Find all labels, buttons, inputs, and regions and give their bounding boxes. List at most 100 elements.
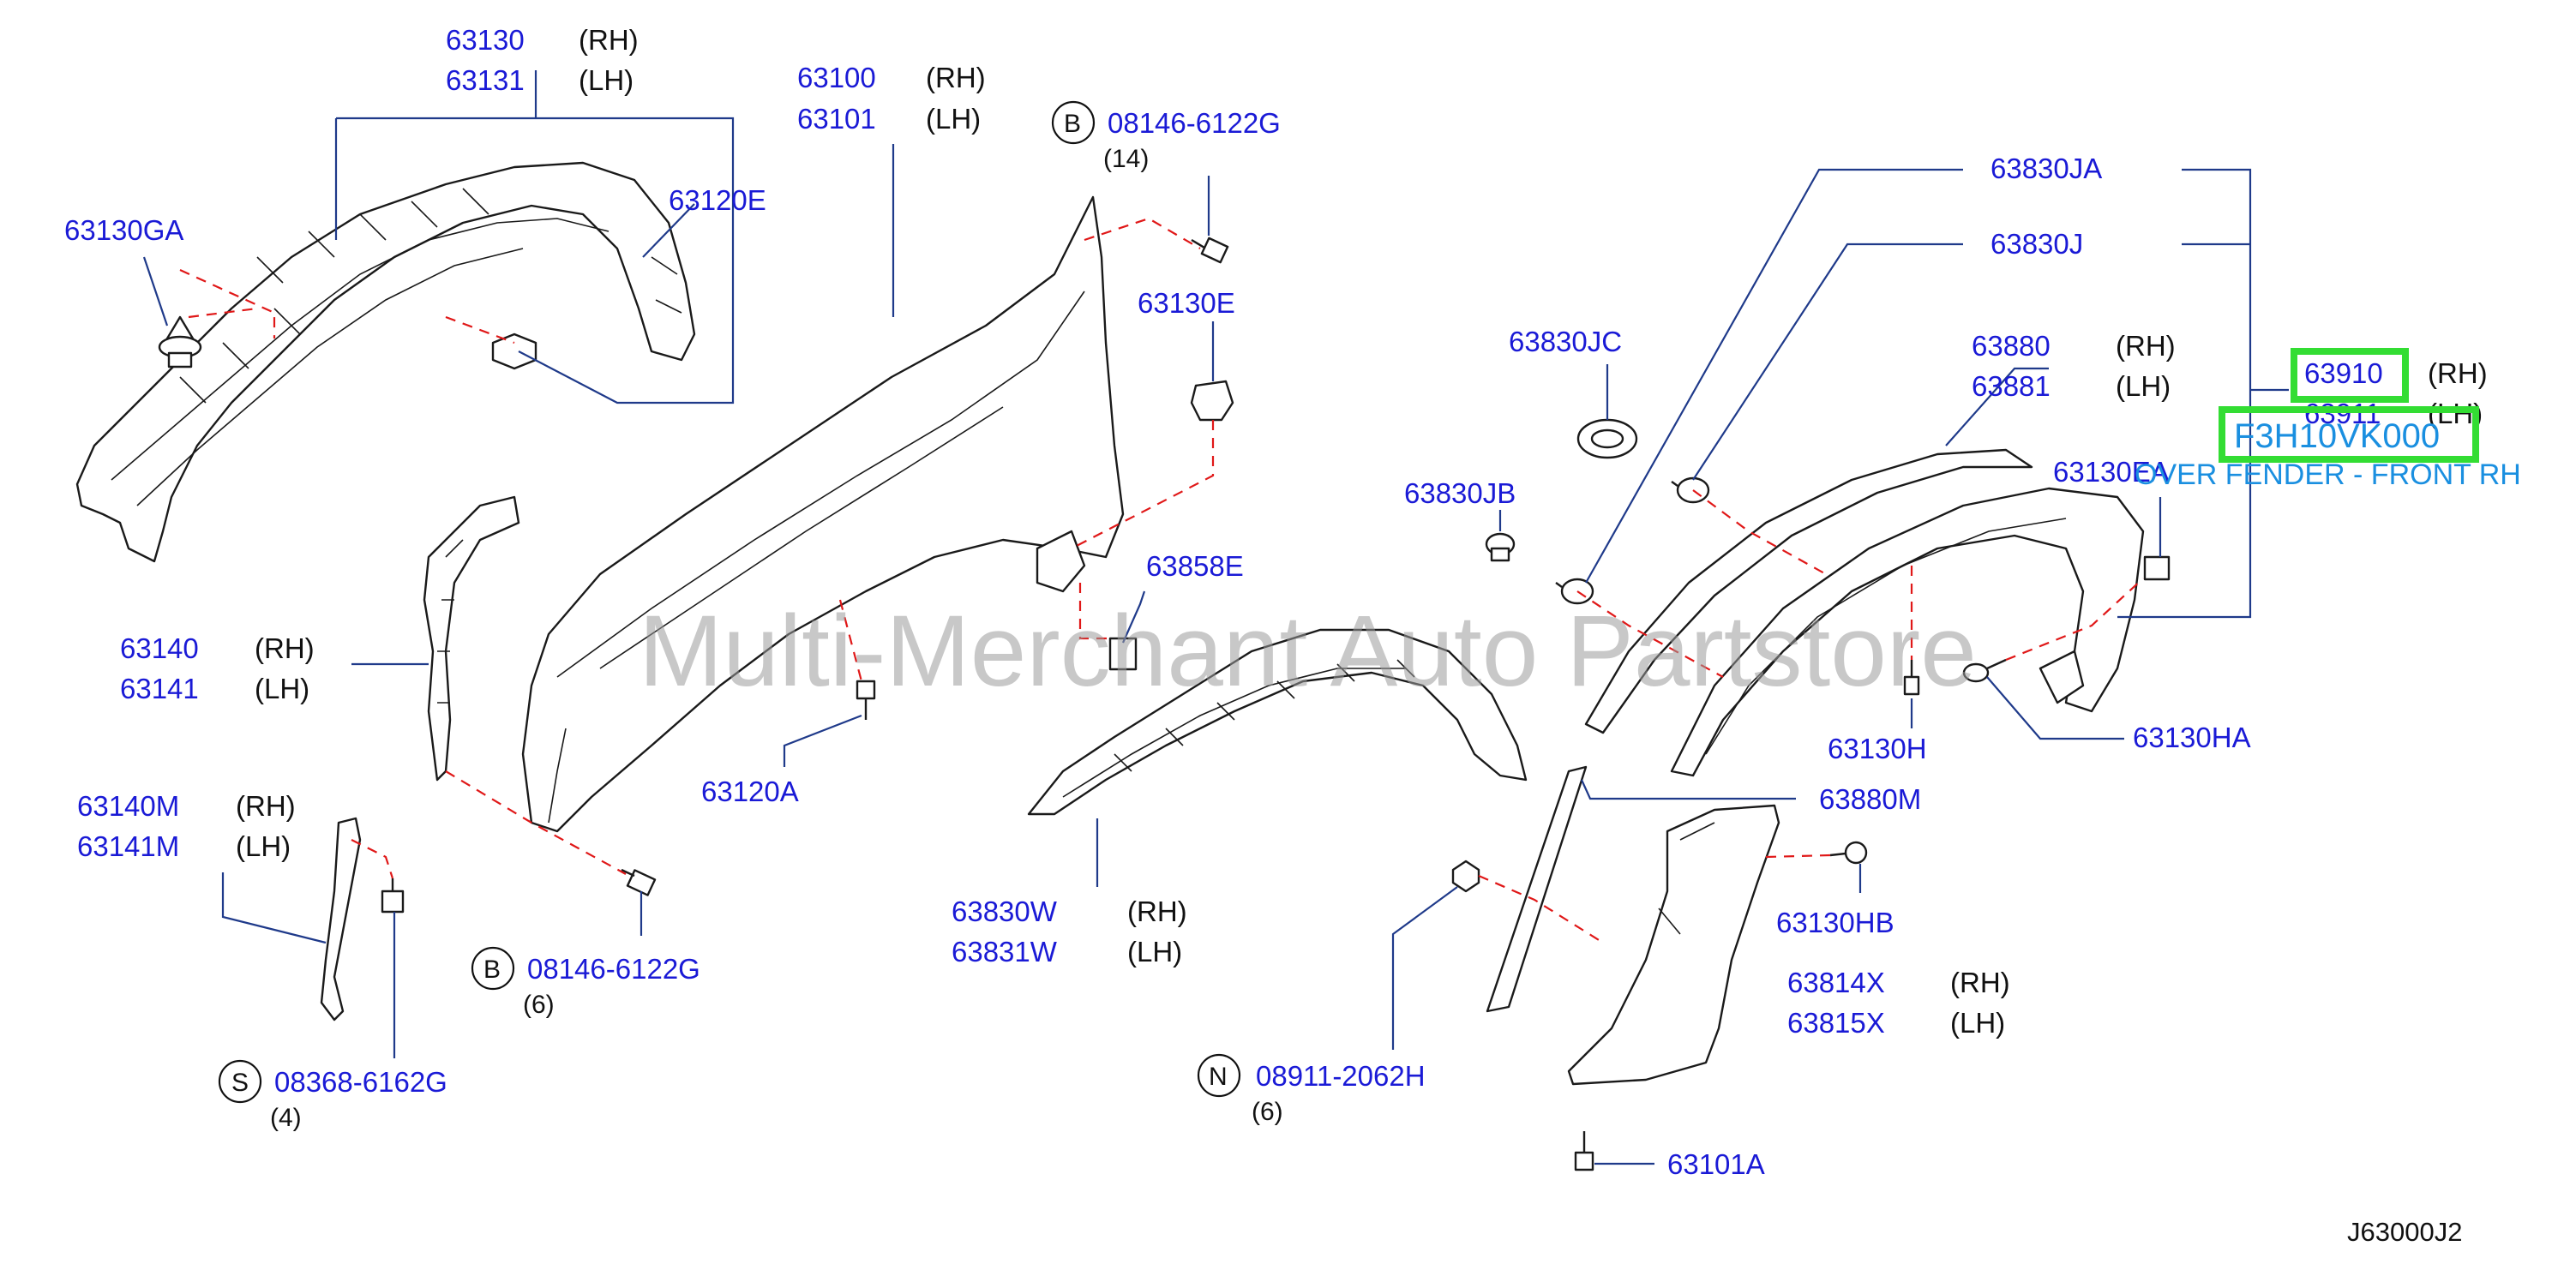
part-labels: 63130 (RH) 63131 (LH) 63130GA 63120E 631… — [64, 24, 2488, 1180]
part-number-63130HA[interactable]: 63130HA — [2133, 722, 2251, 753]
part-number-63140M[interactable]: 63140M — [77, 790, 179, 822]
part-number-63830J[interactable]: 63830J — [1991, 228, 2083, 260]
clip-63130EA-drawing — [2143, 555, 2171, 581]
part-number-63880[interactable]: 63880 — [1972, 330, 2051, 362]
stay-63140M-drawing — [320, 817, 362, 1021]
bolt-08368-drawing — [381, 878, 405, 914]
screw-63130HA-drawing — [1962, 658, 2007, 683]
highlight-box-oem-code[interactable] — [2219, 406, 2479, 463]
side-63130: (RH) — [579, 24, 639, 56]
part-number-63831W[interactable]: 63831W — [952, 936, 1058, 967]
side-63100: (RH) — [926, 62, 986, 93]
bolt-08146-bottom-drawing — [621, 868, 657, 896]
part-number-63131[interactable]: 63131 — [446, 64, 525, 96]
side-63140: (RH) — [255, 632, 315, 664]
watermark: Multi-Merchant Auto Partstore — [639, 595, 1977, 708]
front-fender-63100-drawing — [521, 195, 1125, 833]
clip-63830JB-drawing — [1485, 532, 1516, 562]
part-number-63830JC[interactable]: 63830JC — [1509, 326, 1622, 357]
side-63140M: (RH) — [236, 790, 296, 822]
side-63141M: (LH) — [236, 830, 291, 862]
part-description: OVER FENDER - FRONT RH — [2135, 458, 2521, 491]
symbol-S-letter: S — [231, 1069, 249, 1097]
part-number-08368[interactable]: 08368-6162G — [274, 1066, 447, 1098]
bolt-08146-top-drawing — [1191, 237, 1229, 264]
diagram-code: J63000J2 — [2347, 1217, 2462, 1247]
part-number-63814X[interactable]: 63814X — [1787, 967, 1885, 998]
clip-63130E-drawing — [1190, 380, 1234, 422]
part-number-63100[interactable]: 63100 — [797, 62, 876, 93]
symbol-B-top-letter: B — [1064, 110, 1081, 138]
side-63101: (LH) — [926, 103, 981, 135]
part-number-63141[interactable]: 63141 — [120, 673, 199, 704]
screw-63130HB-drawing — [1829, 841, 1868, 865]
side-63830W: (RH) — [1127, 896, 1187, 927]
qty-08368: (4) — [270, 1104, 302, 1132]
side-63815X: (LH) — [1950, 1007, 2005, 1039]
qty-08146-top: (14) — [1103, 145, 1149, 173]
bracket-63140-drawing — [423, 495, 520, 782]
symbol-B-top — [1051, 100, 1096, 145]
side-63831W: (LH) — [1127, 936, 1182, 967]
fender-liner-63830W-drawing — [1027, 628, 1528, 816]
part-number-63120E[interactable]: 63120E — [669, 184, 766, 216]
symbol-N — [1197, 1053, 1241, 1098]
mud-guard-63814X-drawing — [1567, 804, 1780, 1086]
part-number-63881[interactable]: 63881 — [1972, 370, 2051, 402]
clip-63830J-drawing — [1671, 476, 1710, 504]
bolt-63101A-drawing — [1574, 1131, 1594, 1171]
part-number-63130GA[interactable]: 63130GA — [64, 214, 183, 246]
moulding-63880-drawing — [1584, 448, 2033, 734]
part-number-63130E[interactable]: 63130E — [1138, 287, 1235, 319]
fender-liner-63130-drawing — [75, 161, 696, 563]
part-number-63101[interactable]: 63101 — [797, 103, 876, 135]
symbol-B-bottom-letter: B — [483, 956, 501, 984]
part-number-63858E[interactable]: 63858E — [1146, 550, 1244, 582]
part-number-08146-bottom[interactable]: 08146-6122G — [527, 953, 700, 985]
symbol-B-bottom — [471, 946, 515, 991]
clip-63858E-drawing — [1108, 637, 1138, 671]
side-63131: (LH) — [579, 64, 633, 96]
part-number-63140[interactable]: 63140 — [120, 632, 199, 664]
part-number-63830JA[interactable]: 63830JA — [1991, 153, 2102, 184]
side-63141: (LH) — [255, 673, 309, 704]
part-number-63130[interactable]: 63130 — [446, 24, 525, 56]
bolt-63120A-drawing — [856, 680, 876, 720]
part-number-63101A[interactable]: 63101A — [1667, 1148, 1765, 1180]
screw-63130H-drawing — [1903, 660, 1920, 696]
oem-code: F3H10VK000 — [2234, 417, 2440, 455]
clip-63130GA-drawing — [158, 315, 202, 368]
highlight-overlay: F3H10VK000 OVER FENDER - FRONT RH — [2135, 348, 2521, 491]
part-number-63830W[interactable]: 63830W — [952, 896, 1058, 927]
part-number-63130H[interactable]: 63130H — [1828, 733, 1927, 764]
side-63910: (RH) — [2428, 357, 2488, 389]
seal-63880M-drawing — [1486, 765, 1588, 1013]
part-number-63120A[interactable]: 63120A — [701, 776, 799, 807]
side-63814X: (RH) — [1950, 967, 2010, 998]
clip-63830JC-drawing — [1576, 418, 1638, 459]
side-63881: (LH) — [2116, 370, 2171, 402]
part-number-08911[interactable]: 08911-2062H — [1256, 1060, 1426, 1092]
part-number-63130HB[interactable]: 63130HB — [1776, 907, 1894, 938]
part-number-63130EA[interactable]: 63130EA — [2053, 456, 2170, 488]
clip-63120E-drawing — [491, 332, 537, 370]
part-number-63911[interactable]: 63911 — [2304, 398, 2381, 429]
symbol-N-letter: N — [1209, 1063, 1228, 1091]
symbol-S — [218, 1059, 262, 1104]
part-number-08146-top[interactable]: 08146-6122G — [1108, 107, 1281, 139]
assembly-lines — [179, 217, 2144, 944]
part-number-63880M[interactable]: 63880M — [1819, 783, 1921, 815]
leader-lines — [142, 70, 2289, 1165]
part-number-63141M[interactable]: 63141M — [77, 830, 179, 862]
qty-08911: (6) — [1252, 1098, 1283, 1126]
highlight-box-part-number[interactable] — [2291, 348, 2409, 403]
over-fender-63910-drawing — [1670, 487, 2145, 777]
part-number-63830JB[interactable]: 63830JB — [1404, 477, 1516, 509]
qty-08146-bottom: (6) — [523, 991, 555, 1019]
part-number-63815X[interactable]: 63815X — [1787, 1007, 1885, 1039]
nut-08911-drawing — [1451, 860, 1480, 893]
side-63880: (RH) — [2116, 330, 2176, 362]
part-number-63910[interactable]: 63910 — [2304, 357, 2383, 389]
